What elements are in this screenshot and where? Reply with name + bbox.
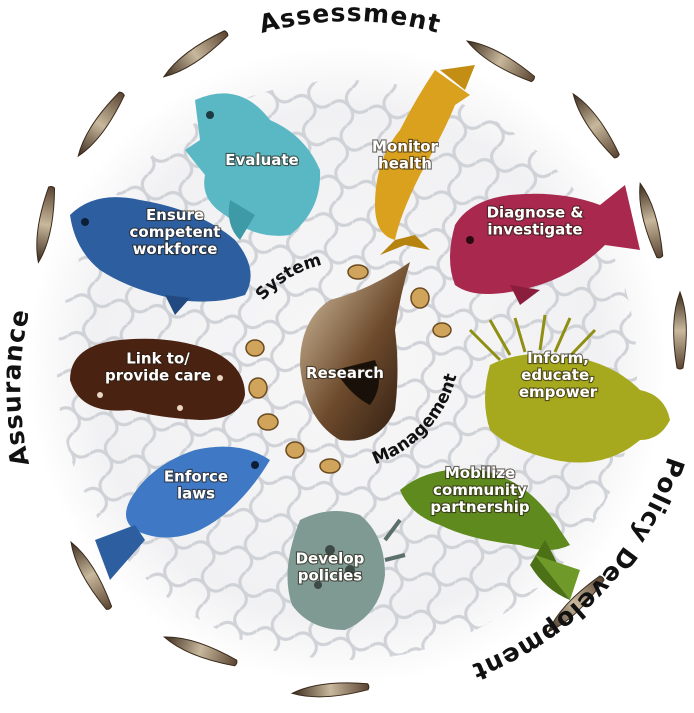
service-label-line: investigate [487, 221, 582, 239]
auger-shell-icon [547, 575, 605, 633]
lobster-icon [468, 314, 670, 463]
service-label: Diagnose &investigate [487, 204, 584, 239]
filefish-icon [400, 469, 580, 600]
fish-icon [70, 197, 251, 315]
service-label: Inform,educate,empower [519, 349, 598, 401]
auger-shell-ring [36, 30, 687, 698]
auger-shell-icon [673, 290, 687, 370]
service-label-line: workforce [133, 240, 218, 258]
auger-shell-icon [70, 540, 113, 610]
auger-shell-icon [465, 40, 535, 83]
fish-icon [95, 446, 270, 580]
assessment-label: Assessment [256, 0, 444, 39]
fish-icon [375, 65, 475, 255]
auger-shell-icon [36, 186, 56, 264]
service-label-line: Link to/ [126, 350, 190, 368]
service-label-line: laws [177, 485, 215, 503]
service-label-line: policies [298, 567, 363, 585]
auger-shell-icon [163, 636, 238, 667]
service-label-line: Enforce [164, 468, 228, 486]
service-label-line: competent [130, 223, 221, 241]
auger-shell-icon [290, 682, 370, 698]
pebble-shells [245, 264, 452, 474]
auger-shell-icon [639, 181, 664, 259]
service-label: Evaluate [225, 151, 298, 169]
fish-icon [185, 93, 321, 240]
service-label-line: Inform, [527, 349, 589, 367]
service-label-line: health [378, 155, 432, 173]
sea-cucumber-icon [70, 338, 245, 420]
service-label-line: educate, [521, 366, 595, 384]
fish-icon [450, 185, 640, 305]
service-label: Link to/provide care [105, 350, 211, 385]
service-label-line: Evaluate [225, 151, 298, 169]
conch-shell-icon [300, 262, 410, 441]
service-label-line: empower [519, 383, 598, 401]
research-label: Research [306, 364, 384, 382]
service-label-line: Diagnose & [487, 204, 584, 222]
service-label-line: Ensure [146, 206, 204, 224]
service-label-line: community [433, 481, 527, 499]
service-label-line: partnership [430, 498, 529, 516]
service-label-line: Mobilize [445, 464, 515, 482]
auger-shell-icon [77, 91, 125, 158]
service-label-line: Monitor [372, 138, 439, 156]
auger-shell-icon [572, 92, 620, 159]
service-label-line: provide care [105, 367, 211, 385]
crab-icon [287, 511, 406, 630]
auger-shell-icon [162, 30, 229, 78]
service-label-line: Develop [296, 550, 365, 568]
